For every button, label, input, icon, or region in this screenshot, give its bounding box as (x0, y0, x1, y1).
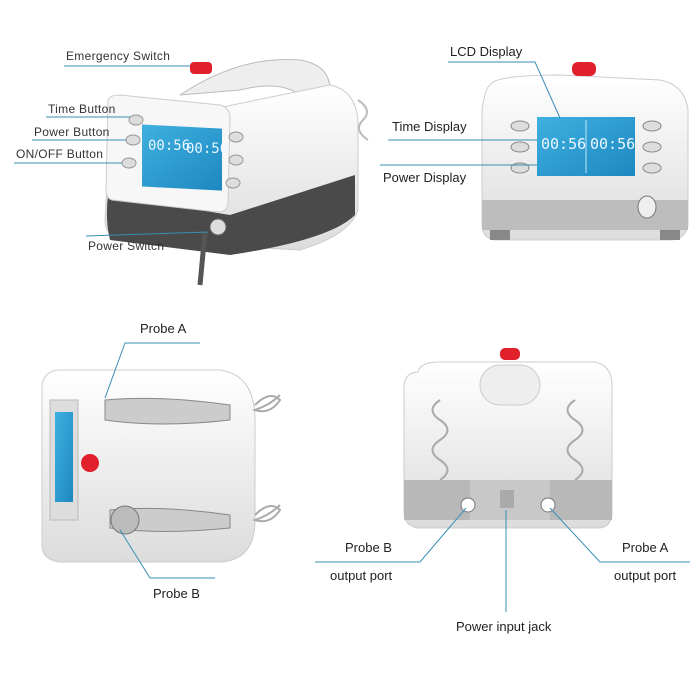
label-probe-b-port: Probe B (345, 540, 392, 555)
emergency-switch-front[interactable] (572, 62, 596, 76)
label-lcd-display: LCD Display (450, 44, 523, 59)
lcd-left-time: 00:56 (148, 138, 190, 154)
label-probe-a-port-sub: output port (614, 568, 677, 583)
power-button[interactable] (125, 134, 141, 146)
device-rear-view (403, 348, 613, 529)
label-power-switch: Power Switch (88, 239, 165, 253)
lcd-side (55, 412, 73, 502)
device-front-perspective: 00:56 00:56 (104, 58, 369, 286)
left-button-1[interactable] (510, 120, 530, 132)
power-knob[interactable] (637, 195, 657, 219)
right-button-1[interactable] (228, 131, 244, 143)
lcd-left-time-front: 00:56 (541, 135, 586, 153)
left-button-2[interactable] (510, 141, 530, 153)
time-button[interactable] (128, 114, 144, 126)
probe-b-output-port[interactable] (460, 497, 476, 513)
emergency-switch[interactable] (190, 62, 212, 74)
label-time-button: Time Button (48, 102, 116, 116)
callout-lines (14, 61, 690, 612)
on-off-button[interactable] (121, 157, 137, 169)
emergency-switch-top[interactable] (81, 454, 99, 472)
label-probe-b-port-sub: output port (330, 568, 393, 583)
probe-a-output-port[interactable] (540, 497, 556, 513)
lcd-right-time: 00:56 (186, 141, 228, 157)
right-button-3[interactable] (225, 177, 241, 189)
key-icon (197, 231, 208, 286)
label-probe-a-port: Probe A (622, 540, 669, 555)
label-probe-b-top: Probe B (153, 586, 200, 601)
power-switch-key[interactable] (209, 218, 227, 236)
lcd-screen (142, 124, 222, 191)
label-power-button: Power Button (34, 125, 110, 139)
label-power-input-jack: Power input jack (456, 619, 552, 634)
right-button-1-front[interactable] (642, 120, 662, 132)
power-input-jack[interactable] (500, 490, 514, 508)
probe-a[interactable] (104, 397, 231, 425)
label-power-display: Power Display (383, 170, 467, 185)
label-probe-a-top: Probe A (140, 321, 187, 336)
right-button-2-front[interactable] (642, 141, 662, 153)
label-on-off-button: ON/OFF Button (16, 147, 104, 161)
right-button-3-front[interactable] (642, 162, 662, 174)
probe-b[interactable] (109, 507, 231, 532)
device-top-view (41, 369, 282, 563)
label-emergency-switch: Emergency Switch (66, 49, 171, 63)
label-time-display: Time Display (392, 119, 467, 134)
device-front: 00:56 00:56 (481, 62, 689, 241)
right-button-2[interactable] (228, 154, 244, 166)
lcd-right-time-front: 00:56 (590, 135, 635, 153)
